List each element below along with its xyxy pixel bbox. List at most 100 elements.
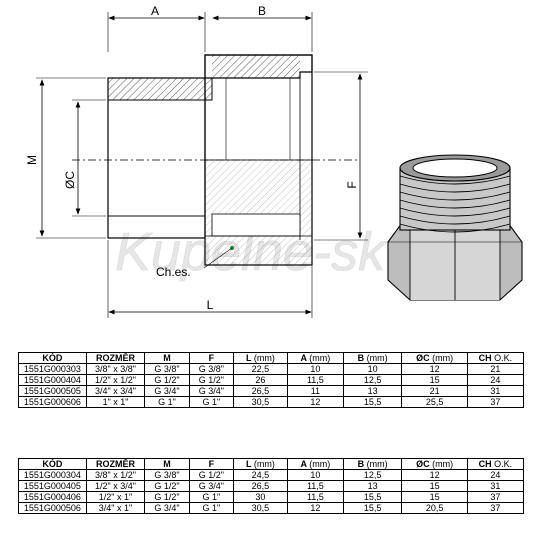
table-cell: 22,5	[233, 363, 288, 375]
table-cell: 21	[466, 363, 525, 375]
table-cell: G 3/4"	[188, 480, 235, 492]
table-cell: G 3/8"	[144, 469, 190, 481]
table-cell: 12	[401, 363, 468, 375]
header-cell: KÓD	[18, 458, 87, 470]
table-cell: 15,5	[342, 502, 403, 514]
table-cell: G 1"	[188, 502, 235, 514]
dimension-b: B	[212, 4, 313, 52]
dim-b-label: B	[258, 4, 266, 18]
table-cell: G 3/4"	[144, 502, 190, 514]
dim-l-label: L	[207, 298, 214, 312]
table-cell: G 1/2"	[188, 469, 235, 481]
table-cell: 11	[286, 385, 344, 397]
table-cell: G 1/2"	[144, 374, 190, 386]
table-cell: 1551G000406	[18, 491, 87, 503]
table-cell: 24	[466, 374, 525, 386]
table-cell: 11,5	[286, 374, 344, 386]
table-cell: 26,5	[233, 480, 288, 492]
table-cell: G 3/8"	[144, 363, 190, 375]
table-row: 1551G000505 3/4" x 3/4" G 3/4" G 3/4" 26…	[18, 385, 525, 397]
table-cell: 1/2" x 1"	[85, 491, 146, 503]
table-header-row: KÓD ROZMĚR M F L (mm) A (mm) B (mm) ØC (…	[18, 458, 525, 470]
table-cell: 1/2" x 1/2"	[85, 374, 146, 386]
table-cell: 1" x 1"	[85, 396, 146, 408]
table-cell: 15,5	[342, 491, 403, 503]
header-cell: B (mm)	[342, 352, 403, 364]
dim-f-label: F	[345, 181, 359, 188]
table-cell: 30	[233, 491, 288, 503]
header-cell: A (mm)	[286, 352, 344, 364]
dimension-f: F	[314, 71, 368, 241]
table-cell: 20,5	[401, 502, 468, 514]
table-cell: 12	[286, 502, 344, 514]
table-cell: 1551G000506	[18, 502, 87, 514]
table-cell: 12	[286, 396, 344, 408]
dimension-m: M	[25, 77, 106, 239]
table-cell: 15	[401, 491, 468, 503]
table-cell: 1/2" x 3/4"	[85, 480, 146, 492]
table-cell: 37	[466, 491, 525, 503]
header-cell: CH O.K.	[466, 352, 525, 364]
table-row: 1551G000506 3/4" x 1" G 3/4" G 1" 30,5 1…	[18, 502, 525, 514]
dimension-c: ØC	[63, 99, 106, 217]
header-cell: ØC (mm)	[401, 352, 468, 364]
table-row: 1551G000404 1/2" x 1/2" G 1/2" G 1/2" 26…	[18, 374, 525, 386]
header-cell: L (mm)	[233, 352, 288, 364]
product-table-1: KÓD ROZMĚR M F L (mm) A (mm) B (mm) ØC (…	[18, 352, 525, 408]
table-cell: 15	[401, 374, 468, 386]
table-cell: 1551G000404	[18, 374, 87, 386]
table-cell: 26	[233, 374, 288, 386]
table-cell: 15	[401, 480, 468, 492]
header-cell: M	[144, 352, 190, 364]
dim-m-label: M	[25, 155, 39, 165]
table-row: 1551G000406 1/2" x 1" G 1/2" G 1" 30 11,…	[18, 491, 525, 503]
table-cell: 37	[466, 396, 525, 408]
table-header-row: KÓD ROZMĚR M F L (mm) A (mm) B (mm) ØC (…	[18, 352, 525, 364]
table-cell: G 1/2"	[188, 374, 235, 386]
hex-size-label: Ch.es.	[156, 265, 191, 279]
table-cell: 1551G000505	[18, 385, 87, 397]
table-cell: 30,5	[233, 502, 288, 514]
table-cell: 1551G000405	[18, 480, 87, 492]
table-cell: G 1/2"	[144, 480, 190, 492]
header-cell: ROZMĚR	[85, 458, 146, 470]
table-cell: 11,5	[286, 480, 344, 492]
dimension-l: L	[107, 240, 313, 318]
table-row: 1551G000606 1" x 1" G 1" G 1" 30,5 12 15…	[18, 396, 525, 408]
header-cell: ROZMĚR	[85, 352, 146, 364]
table-cell: G 1/2"	[144, 491, 190, 503]
table-cell: 24	[466, 469, 525, 481]
table-cell: 1551G000303	[18, 363, 87, 375]
technical-drawing: Kupelne-sk A	[25, 4, 523, 318]
table-cell: 3/8" x 3/8"	[85, 363, 146, 375]
table-cell: 24,5	[233, 469, 288, 481]
table-cell: 1551G000606	[18, 396, 87, 408]
table-cell: G 3/4"	[144, 385, 190, 397]
table-cell: 10	[342, 363, 403, 375]
table-cell: 3/8" x 1/2"	[85, 469, 146, 481]
table-cell: 10	[286, 363, 344, 375]
fitting-3d-view	[387, 154, 523, 301]
header-cell: M	[144, 458, 190, 470]
header-cell: A (mm)	[286, 458, 344, 470]
table-cell: G 3/8"	[188, 363, 235, 375]
header-cell: L (mm)	[233, 458, 288, 470]
table-cell: 26,5	[233, 385, 288, 397]
table-cell: G 3/4"	[188, 385, 235, 397]
table-cell: 13	[342, 480, 403, 492]
table-cell: G 1"	[144, 396, 190, 408]
table-cell: 11,5	[286, 491, 344, 503]
table-cell: 13	[342, 385, 403, 397]
header-cell: ØC (mm)	[401, 458, 468, 470]
table-cell: G 1"	[188, 396, 235, 408]
table-cell: 21	[401, 385, 468, 397]
table-row: 1551G000405 1/2" x 3/4" G 1/2" G 3/4" 26…	[18, 480, 525, 492]
dim-c-label: ØC	[63, 171, 77, 189]
dim-a-label: A	[151, 4, 159, 18]
table-cell: 31	[466, 385, 525, 397]
table-cell: 30,5	[233, 396, 288, 408]
header-cell: F	[188, 458, 235, 470]
table-cell: 31	[466, 480, 525, 492]
table-cell: 37	[466, 502, 525, 514]
header-cell: B (mm)	[342, 458, 403, 470]
